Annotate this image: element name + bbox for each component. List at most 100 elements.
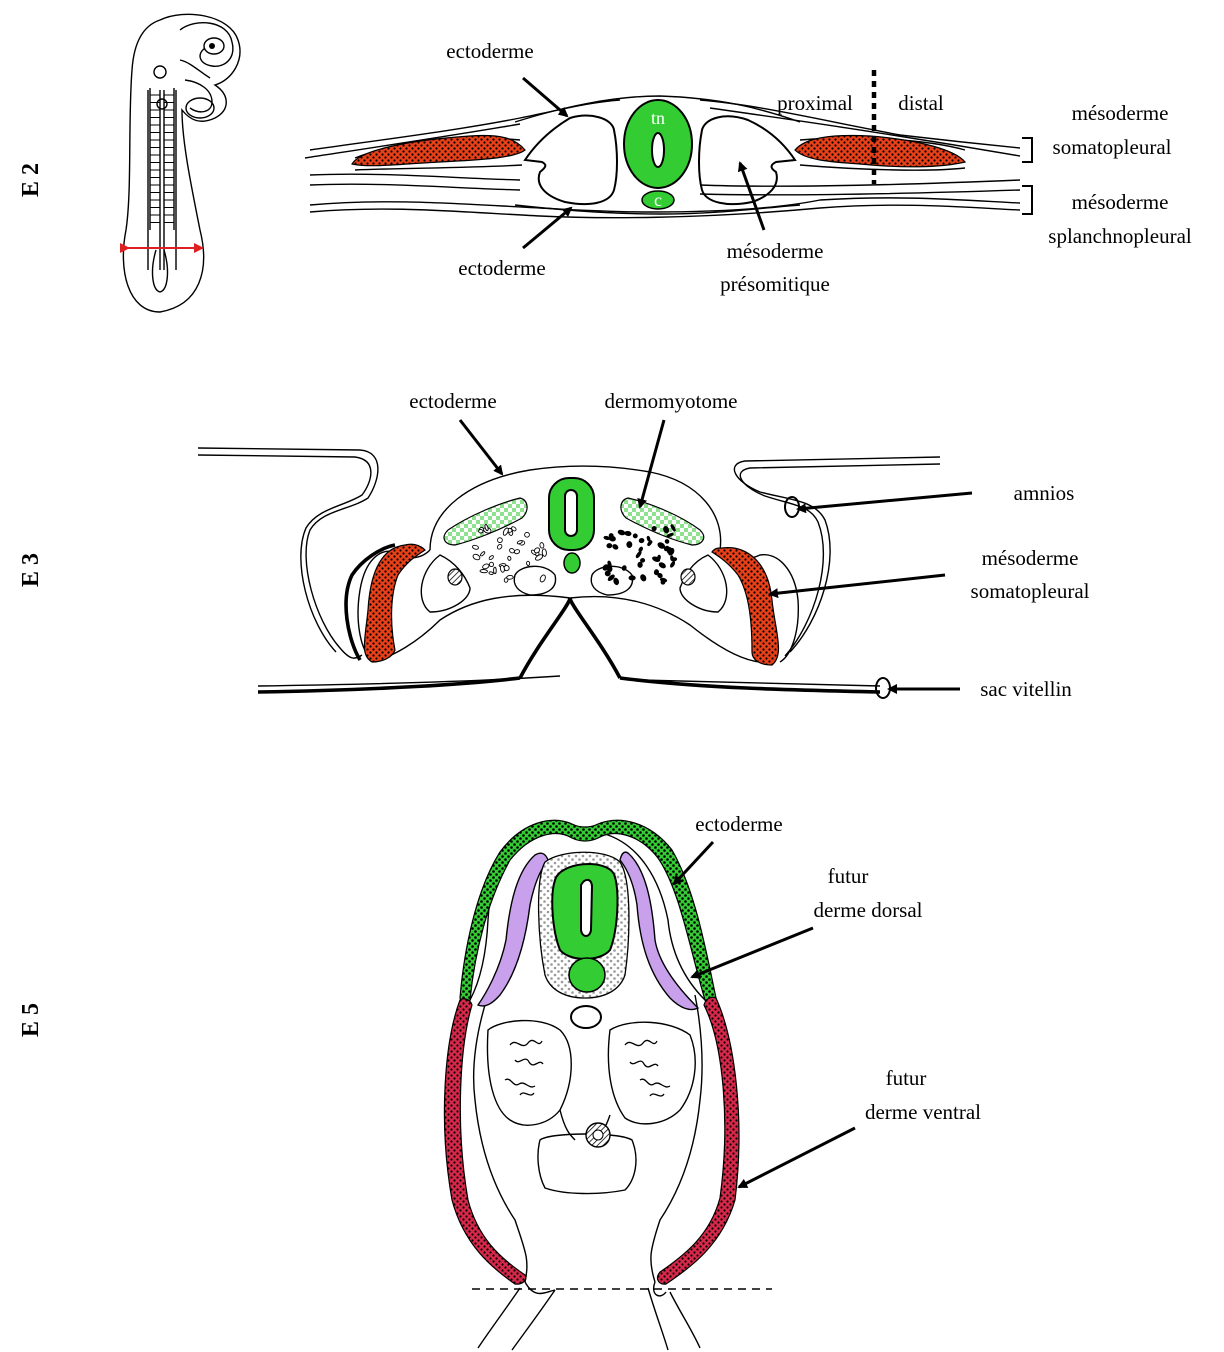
- e2-arrow-ectoderme-top: [523, 78, 567, 116]
- e3-section: ectoderme dermomyotome amnios mésoderme …: [198, 389, 1090, 701]
- e2-label-presom-2: présomitique: [720, 272, 830, 296]
- e2-somites: [150, 95, 174, 223]
- sclerotome-cell: [658, 562, 666, 569]
- e5-label-dorsal-2: derme dorsal: [813, 898, 922, 922]
- e2-label-proximal: proximal: [777, 91, 853, 115]
- stage-label-e2: E 2: [18, 163, 44, 197]
- sclerotome-cell: [488, 555, 494, 560]
- sclerotome-cell: [638, 562, 643, 567]
- e2-label-ectoderme-bottom: ectoderme: [458, 256, 545, 280]
- e5-arrow-dorsal: [692, 928, 813, 977]
- e5-label-ectoderme: ectoderme: [695, 812, 782, 836]
- e5-aorta: [571, 1006, 601, 1028]
- sclerotome-cell: [618, 529, 626, 535]
- e3-arrow-dermomyotome: [640, 420, 664, 507]
- sclerotome-cell: [654, 569, 659, 575]
- tubule: [505, 1079, 535, 1087]
- sclerotome-cell: [507, 556, 511, 561]
- tubule: [650, 1094, 664, 1096]
- e2-bracket-somato: [1022, 138, 1032, 162]
- sclerotome-cell: [472, 553, 481, 561]
- sclerotome-cell: [640, 558, 645, 562]
- sclerotome-cell: [526, 561, 530, 566]
- e2-label-c: c: [654, 190, 662, 210]
- e5-label-ventral-2: derme ventral: [865, 1100, 981, 1124]
- stage-label-e3: E 3: [18, 553, 44, 587]
- sclerotome-cell: [480, 551, 486, 557]
- e3-sac-ring: [876, 678, 890, 698]
- sclerotome-cell: [640, 574, 647, 582]
- sclerotome-cell: [607, 543, 612, 548]
- e2-label-somato-1: mésoderme: [1072, 101, 1169, 125]
- e2-label-tn: tn: [651, 108, 665, 128]
- e5-arrow-ectoderme: [674, 842, 713, 884]
- tubule: [630, 1061, 658, 1067]
- e3-label-somato-1: mésoderme: [982, 546, 1079, 570]
- e2-bracket-splanch: [1022, 186, 1032, 214]
- stage-label-e5: E 5: [18, 1003, 44, 1037]
- e2-label-presom-1: mésoderme: [727, 239, 824, 263]
- e3-aorta-left: [514, 566, 555, 595]
- tubule: [625, 1040, 657, 1045]
- sclerotome-cell: [539, 574, 546, 583]
- sclerotome-cell: [612, 544, 619, 551]
- e3-somatopleural-left: [364, 544, 425, 662]
- e5-label-dorsal-1: futur: [828, 864, 869, 888]
- sclerotome-cell: [635, 551, 641, 558]
- sclerotome-cell: [633, 533, 638, 538]
- e5-label-ventral-1: futur: [886, 1066, 927, 1090]
- e3-label-sac-vitellin: sac vitellin: [980, 677, 1072, 701]
- sclerotome-cell: [489, 571, 494, 574]
- e3-sclerotome-right: [602, 524, 677, 585]
- sclerotome-cell: [613, 578, 620, 586]
- sclerotome-cell: [514, 549, 520, 554]
- sclerotome-cell: [480, 569, 488, 573]
- e3-notochord: [564, 553, 580, 573]
- sclerotome-cell: [524, 532, 530, 538]
- tubule: [640, 1079, 670, 1087]
- e2-label-splanch-1: mésoderme: [1072, 190, 1169, 214]
- e3-dermomyotome-right: [621, 498, 704, 545]
- sclerotome-cell: [664, 539, 669, 544]
- sclerotome-cell: [647, 536, 651, 541]
- sclerotome-cell: [489, 562, 493, 567]
- e5-notochord-body: [569, 958, 605, 992]
- e3-arrow-ectoderme: [460, 420, 502, 474]
- e2-label-distal: distal: [898, 91, 944, 115]
- sclerotome-cell: [627, 541, 632, 547]
- e5-section: ectoderme futur derme dorsal futur derme…: [444, 812, 981, 1350]
- e5-arrow-ventral: [739, 1128, 855, 1187]
- sclerotome-cell: [496, 544, 502, 550]
- e3-dermomyotome-left: [444, 498, 527, 545]
- tubule: [520, 1093, 534, 1095]
- tubule: [510, 1040, 542, 1045]
- e3-duct-right: [681, 569, 695, 585]
- e2-somite-column: [148, 88, 176, 270]
- e2-label-splanch-2: splanchnopleural: [1048, 224, 1192, 248]
- tubule: [515, 1059, 543, 1065]
- e3-arrow-somato: [770, 575, 945, 594]
- e2-section: tn c ectoderme ectoderme proximal distal…: [305, 39, 1192, 296]
- sclerotome-cell: [639, 538, 644, 543]
- sclerotome-cell: [539, 542, 544, 548]
- sclerotome-cell: [497, 537, 503, 543]
- sclerotome-cell: [624, 531, 631, 536]
- sclerotome-cell: [657, 555, 661, 560]
- e3-label-dermomyotome: dermomyotome: [605, 389, 738, 413]
- sclerotome-cell: [670, 561, 676, 568]
- e2-label-ectoderme-top: ectoderme: [446, 39, 533, 63]
- sclerotome-cell: [506, 575, 513, 579]
- e3-label-somato-2: somatopleural: [971, 579, 1090, 603]
- e3-label-ectoderme: ectoderme: [409, 389, 496, 413]
- e5-ventral-right: [658, 997, 739, 1284]
- e5-ventral-left: [444, 999, 525, 1284]
- sclerotome-cell: [482, 563, 490, 570]
- e3-label-amnios: amnios: [1014, 481, 1075, 505]
- e2-embryo-thumbnail: [123, 14, 240, 312]
- e2-label-somato-2: somatopleural: [1053, 135, 1172, 159]
- sclerotome-cell: [472, 545, 479, 550]
- sclerotome-cell: [670, 556, 673, 561]
- sclerotome-cell: [502, 527, 509, 536]
- sclerotome-cell: [494, 567, 497, 574]
